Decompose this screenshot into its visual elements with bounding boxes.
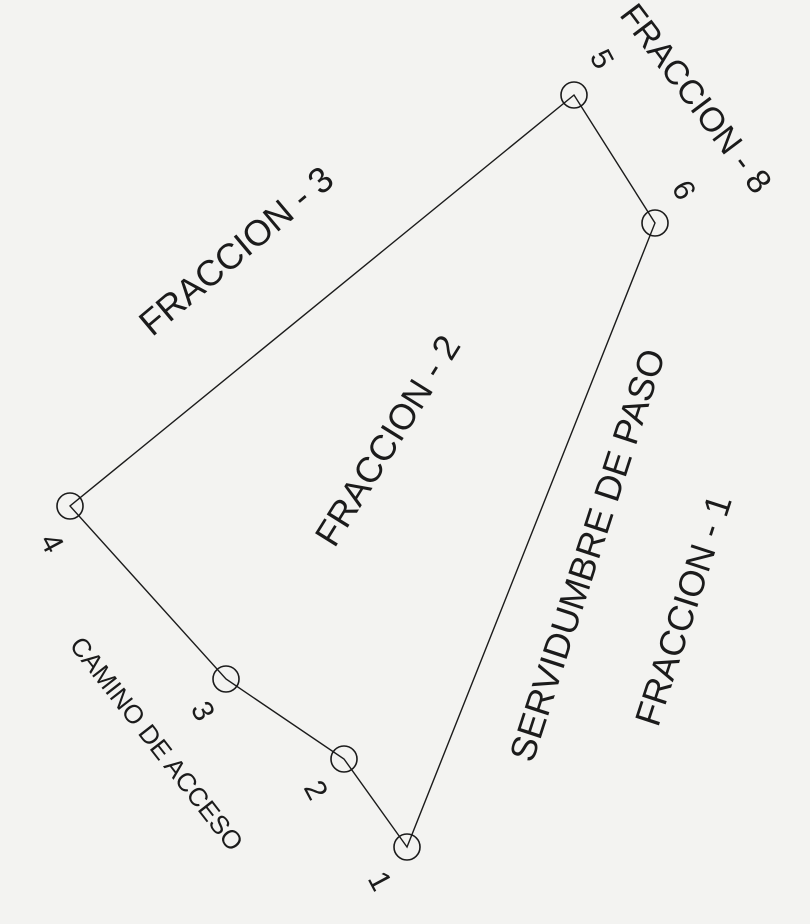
- vertex-6-marker: [641, 209, 669, 237]
- vertex-3-marker: [212, 665, 240, 693]
- vertex-4-marker: [56, 492, 84, 520]
- property-boundary: [68, 93, 656, 849]
- vertex-5-marker: [560, 81, 588, 109]
- vertex-1-marker: [393, 833, 421, 861]
- vertex-2-marker: [330, 745, 358, 773]
